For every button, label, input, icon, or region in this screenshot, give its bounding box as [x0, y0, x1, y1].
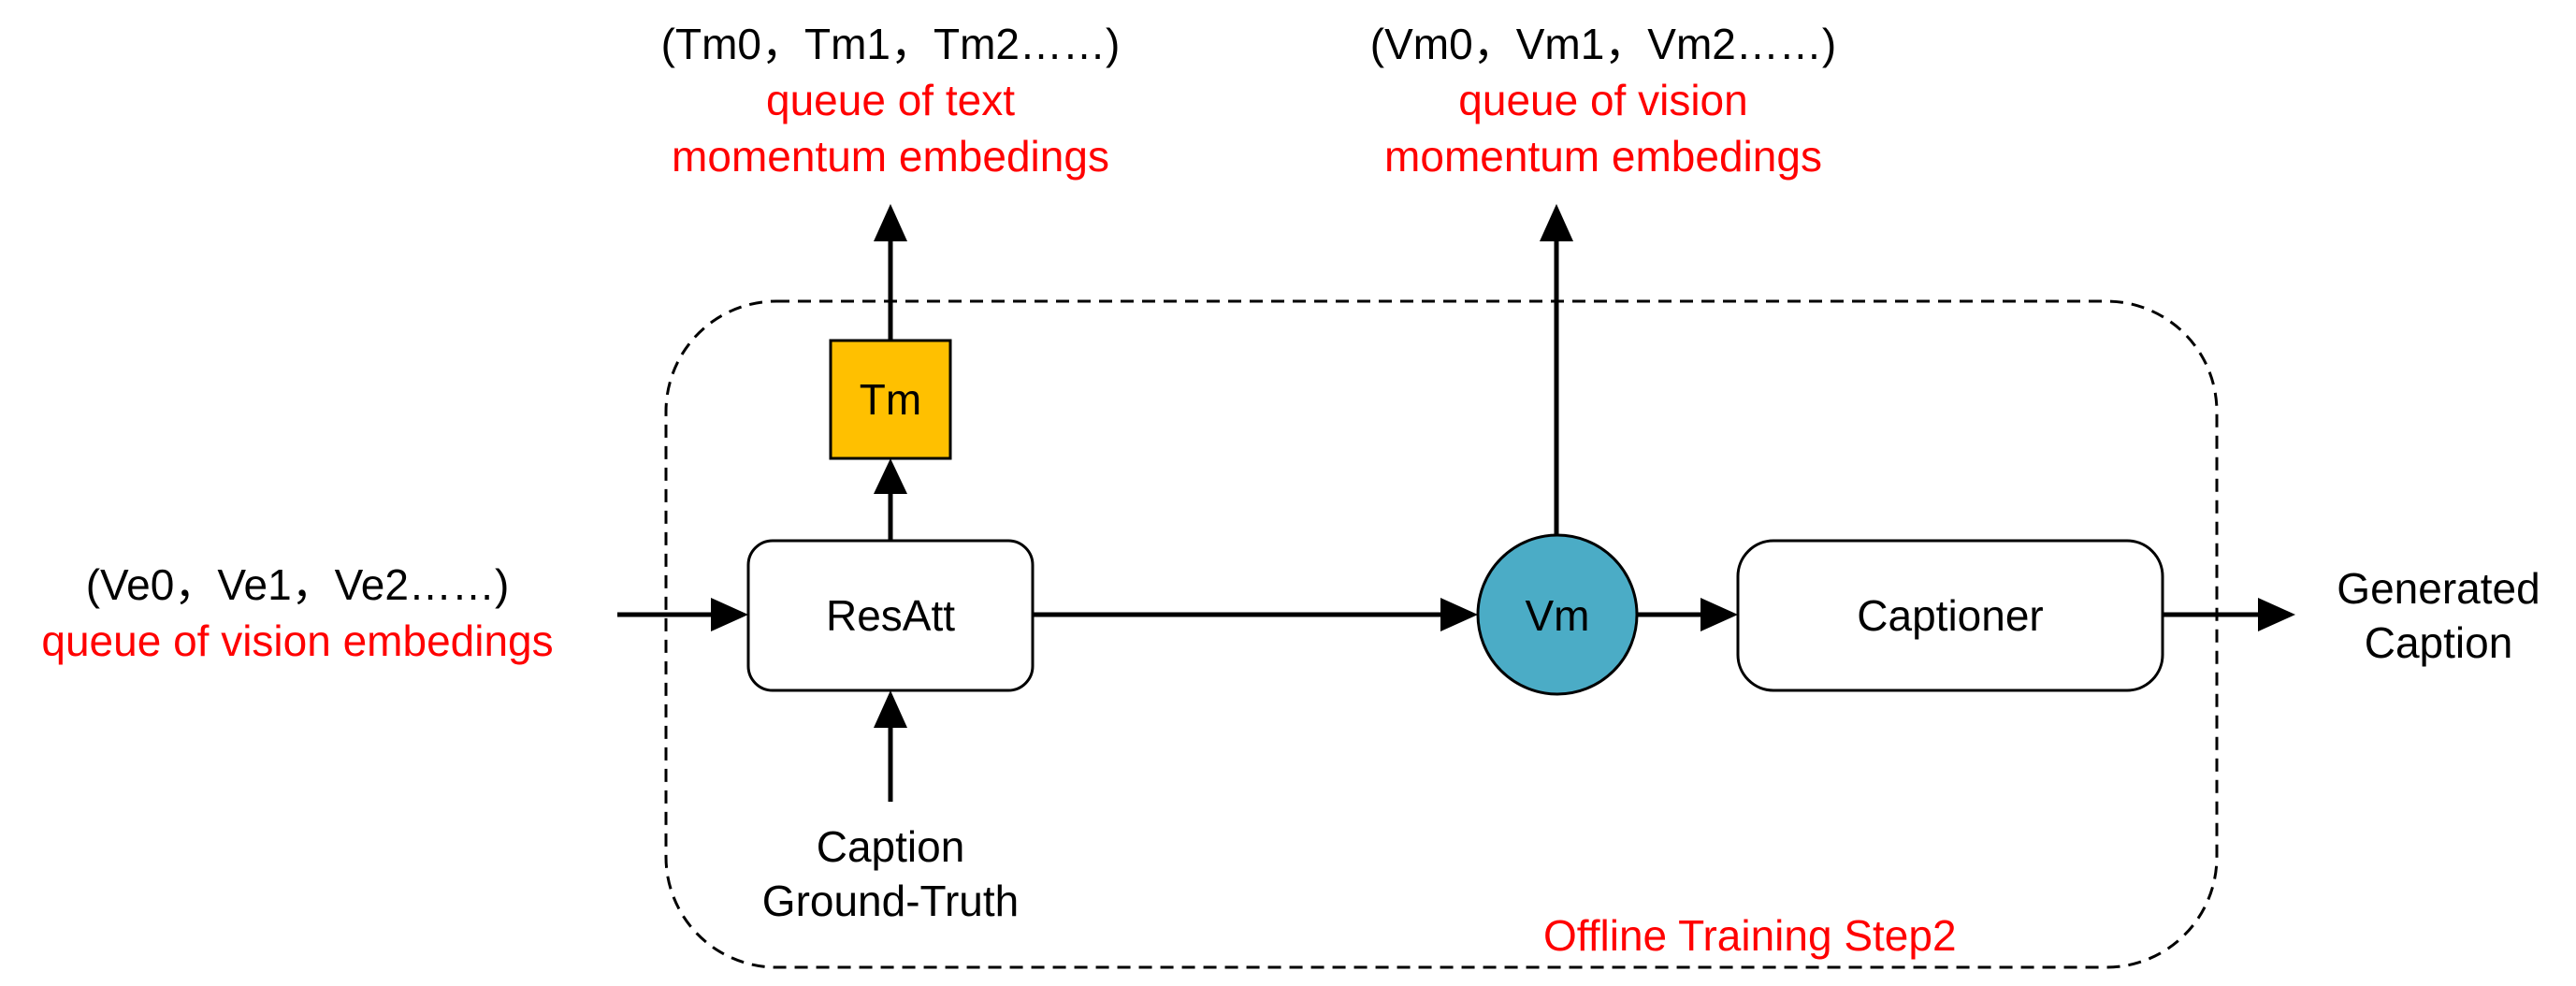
vision-momentum-queue-caption-line1: queue of vision — [1458, 76, 1748, 124]
training-step-boundary — [664, 299, 2219, 969]
captioner-node — [1736, 539, 2164, 692]
vision-queue-caption: queue of vision embedings — [41, 616, 554, 665]
training-step-label: Offline Training Step2 — [1543, 911, 1957, 960]
arrowhead-resatt-to-tm — [874, 458, 907, 494]
caption-ground-truth-line1: Caption — [816, 822, 965, 871]
caption-ground-truth-line2: Ground-Truth — [761, 877, 1020, 925]
arrowhead-vm-to-queue — [1540, 204, 1573, 241]
generated-caption-line1: Generated — [2337, 564, 2540, 613]
text-queue-caption-line1: queue of text — [766, 76, 1015, 124]
vision-momentum-queue-caption-line2: momentum embedings — [1384, 132, 1822, 181]
text-queue-caption-line2: momentum embedings — [672, 132, 1109, 181]
arrowhead-captioner-to-output — [2258, 598, 2295, 631]
tm-label: Tm — [859, 375, 922, 424]
generated-caption-line2: Caption — [2364, 618, 2513, 667]
arrowhead-caption-to-resatt — [874, 690, 907, 728]
vision-queue-label: (Ve0，Ve1，Ve2……) — [85, 560, 510, 609]
captioner-label: Captioner — [1857, 591, 2044, 640]
arrowhead-tm-to-queue — [874, 204, 907, 241]
arrowhead-resatt-to-vm — [1440, 598, 1478, 631]
arrowhead-input-to-resatt — [711, 598, 748, 631]
resatt-label: ResAtt — [825, 591, 956, 640]
vm-node — [1476, 533, 1639, 696]
text-queue-label: (Tm0，Tm1，Tm2……) — [660, 20, 1121, 68]
resatt-node — [746, 539, 1035, 692]
vm-label: Vm — [1525, 591, 1590, 640]
arrowhead-vm-to-captioner — [1700, 598, 1738, 631]
vision-momentum-queue-label: (Vm0，Vm1，Vm2……) — [1369, 20, 1837, 68]
tm-node — [829, 339, 952, 460]
